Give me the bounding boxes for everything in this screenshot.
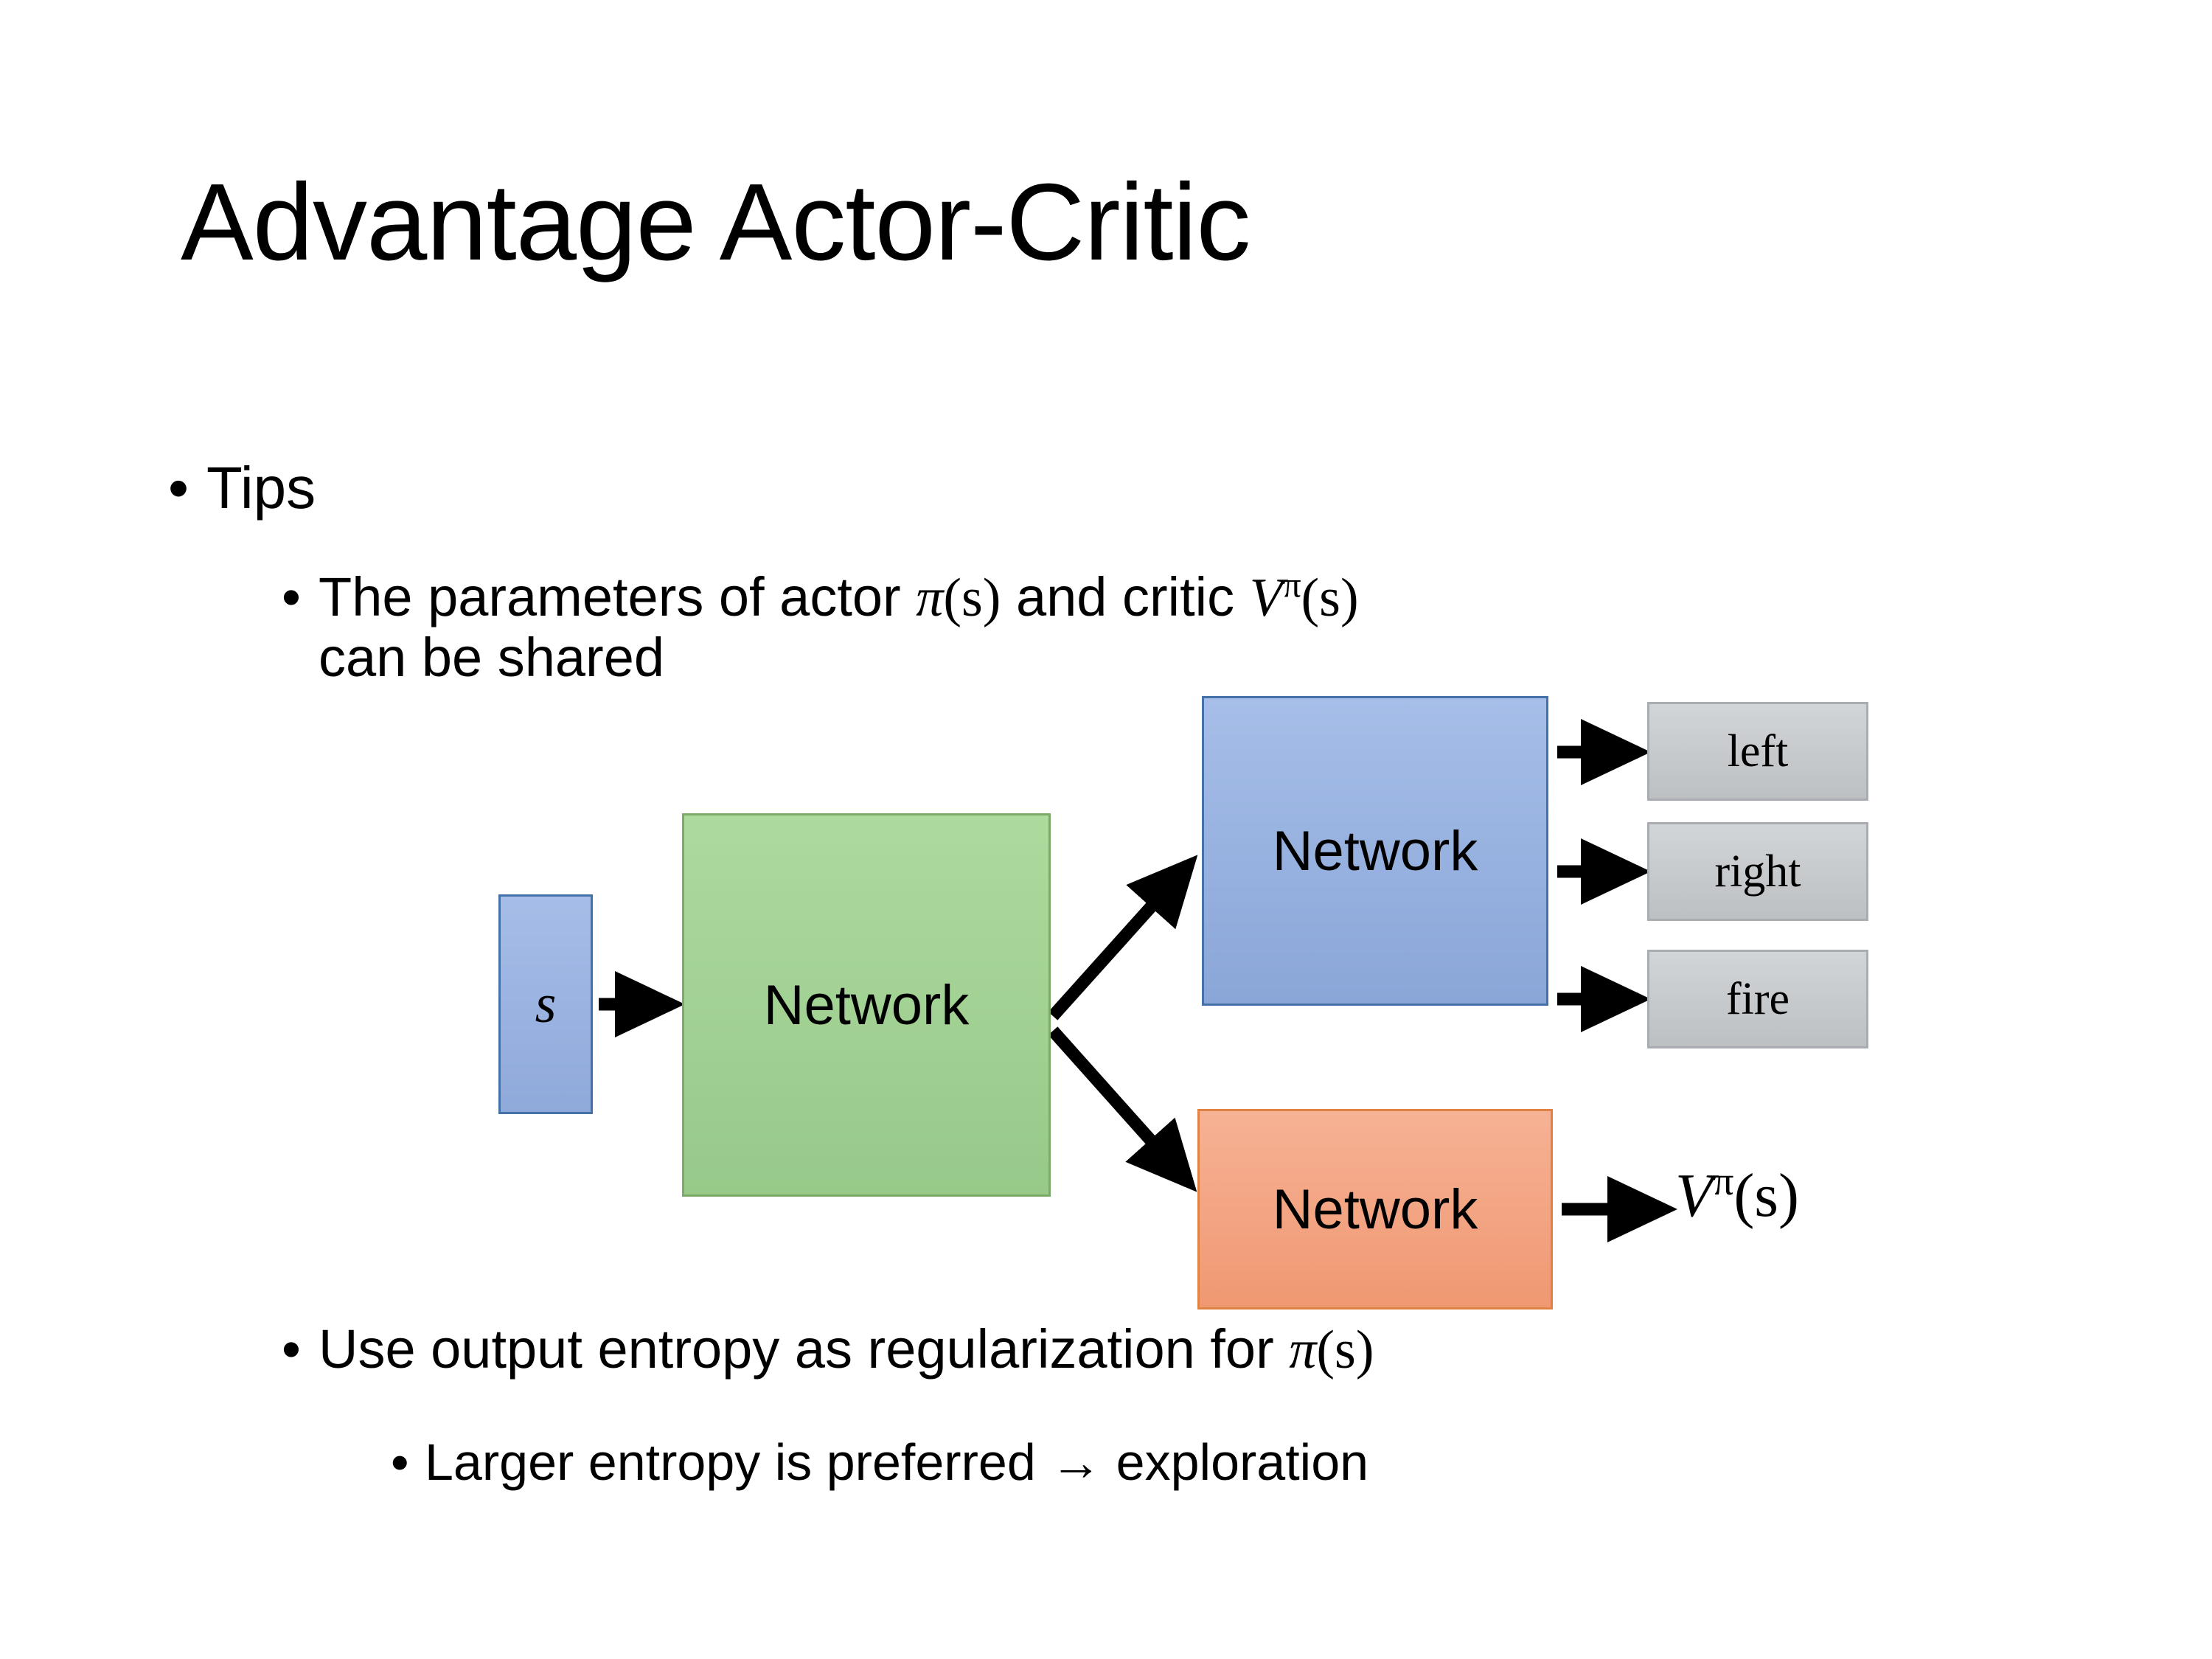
bullet-marker-icon: • [168, 455, 189, 521]
bullet-tips: • Tips [168, 455, 316, 521]
entropy-math-pi-args: (s) [1316, 1320, 1374, 1380]
bullet-larger-entropy-label: Larger entropy is preferred → exploratio… [425, 1433, 1369, 1491]
critic-math-v-superscript-pi: π [1713, 1158, 1734, 1203]
node-shared-network[interactable]: Network [682, 813, 1051, 1197]
bullet-parameters-label: The parameters of actor π(s) and critic … [319, 566, 1985, 688]
node-actor-network[interactable]: Network [1202, 696, 1548, 1006]
node-critic-network[interactable]: Network [1197, 1109, 1553, 1310]
action-box-fire[interactable]: fire [1647, 950, 1868, 1048]
page-title: Advantage Actor-Critic [181, 161, 1251, 283]
node-input-state-label: s [535, 973, 557, 1034]
arrow-shared-to-actor [1048, 855, 1198, 1020]
critic-math-v-symbol: V [1675, 1161, 1714, 1230]
node-input-state[interactable]: s [498, 894, 593, 1114]
params-text-1: The parameters of actor [319, 566, 917, 627]
bullet-marker-icon: • [282, 1318, 301, 1380]
entropy-text-1: Use output entropy as regularization for [319, 1318, 1290, 1380]
params-text-2: and critic [1001, 566, 1250, 627]
action-box-left-label: left [1727, 726, 1789, 776]
math-v-args: (s) [1301, 568, 1359, 628]
critic-math-v-args: (s) [1733, 1161, 1799, 1230]
bullet-marker-icon: • [282, 566, 301, 627]
action-box-right[interactable]: right [1647, 822, 1868, 921]
action-box-right-label: right [1714, 846, 1801, 897]
action-box-left[interactable]: left [1647, 702, 1868, 801]
node-shared-network-label: Network [763, 973, 970, 1037]
bullet-marker-icon: • [391, 1433, 409, 1491]
action-box-fire-label: fire [1725, 973, 1790, 1024]
critic-output-value-label: Vπ(s) [1675, 1159, 1799, 1231]
node-actor-network-label: Network [1272, 819, 1478, 883]
math-v-superscript-pi: π [1282, 564, 1301, 605]
params-line-2: can be shared [319, 626, 665, 688]
math-pi-args: (s) [943, 568, 1001, 628]
bullet-entropy-label: Use output entropy as regularization for… [319, 1318, 1374, 1380]
bullet-parameters-shared: • The parameters of actor π(s) and criti… [282, 566, 1985, 688]
math-pi-symbol: π [916, 568, 944, 628]
bullet-larger-entropy: • Larger entropy is preferred → explorat… [391, 1433, 1369, 1491]
bullet-entropy-regularization: • Use output entropy as regularization f… [282, 1318, 1374, 1380]
entropy-math-pi-symbol: π [1289, 1320, 1317, 1380]
arrow-shared-to-critic [1048, 1026, 1197, 1192]
node-critic-network-label: Network [1272, 1178, 1478, 1241]
math-v-symbol: V [1249, 568, 1283, 628]
bullet-tips-label: Tips [206, 455, 316, 521]
